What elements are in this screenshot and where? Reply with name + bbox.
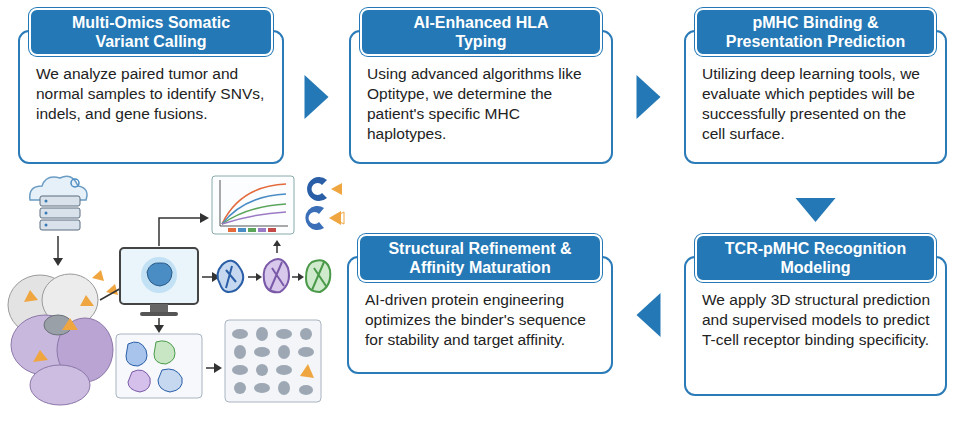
cloud-server-icon [30, 176, 87, 230]
process-box: TCR-pMHC Recognition ModelingWe apply 3D… [684, 256, 947, 396]
process-box: Multi-Omics Somatic Variant CallingWe an… [18, 30, 284, 164]
flow-arrow [796, 198, 836, 222]
protein-complex [8, 274, 113, 405]
step-heading: Multi-Omics Somatic Variant Calling [29, 8, 273, 56]
process-box: Structural Refinement & Affinity Maturat… [347, 256, 613, 374]
structure-panel [116, 334, 202, 398]
flow-arrow [637, 293, 661, 337]
step-heading: Structural Refinement & Affinity Maturat… [358, 234, 602, 282]
step-heading: AI-Enhanced HLA Typing [360, 8, 602, 56]
chart-panel [212, 176, 294, 234]
process-box: AI-Enhanced HLA TypingUsing advanced alg… [349, 30, 613, 164]
protein-structures [217, 240, 330, 292]
flow-arrow [637, 75, 661, 119]
step-heading: TCR-pMHC Recognition Modeling [695, 234, 936, 282]
candidate-grid-panel [225, 320, 321, 402]
flow-arrow [305, 75, 329, 119]
step-heading: pMHC Binding & Presentation Prediction [695, 8, 936, 56]
computer-monitor [120, 248, 198, 316]
process-box: pMHC Binding & Presentation PredictionUt… [684, 30, 947, 164]
binding-icons [305, 177, 344, 230]
